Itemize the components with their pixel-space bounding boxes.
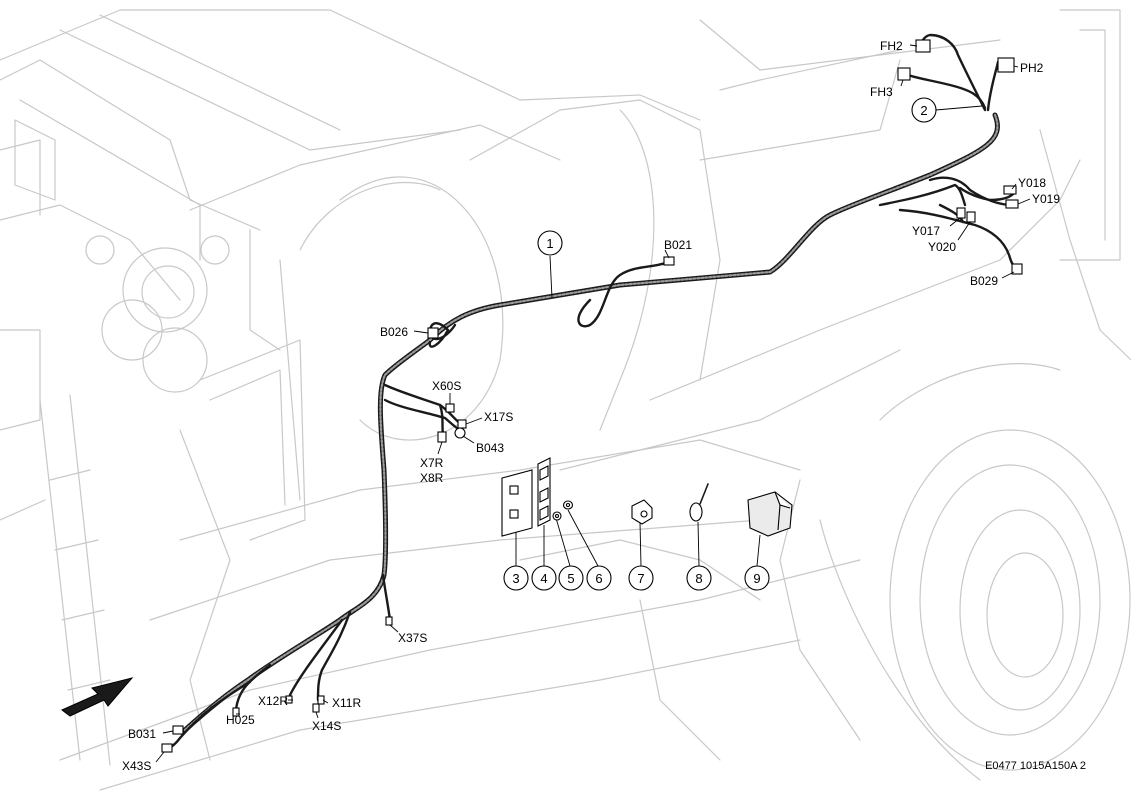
connector-x12r — [285, 695, 293, 704]
part-3-plate — [501, 469, 533, 537]
connector-b031 — [172, 725, 184, 735]
connector-y019 — [1005, 199, 1019, 209]
label-y017: Y017 — [912, 224, 940, 238]
callout-8: 8 — [686, 565, 712, 591]
connector-b021 — [663, 256, 675, 266]
callout-2: 2 — [911, 97, 937, 123]
callout-1: 1 — [537, 230, 563, 256]
connector-labels: FH2 FH3 PH2 Y018 Y019 Y017 Y020 B029 B02… — [122, 39, 1060, 773]
connector-b043 — [454, 427, 466, 439]
loose-parts — [501, 457, 793, 537]
connectors — [161, 39, 1023, 753]
callout-4: 4 — [531, 565, 557, 591]
part-4-bracket — [537, 457, 551, 527]
figure-code: E0477 1015A150A 2 — [985, 760, 1086, 772]
connector-y017 — [956, 207, 966, 219]
label-x8r: X8R — [420, 471, 444, 485]
svg-text:9: 9 — [753, 571, 760, 586]
part-9-boot — [747, 491, 793, 537]
label-y019: Y019 — [1032, 192, 1060, 206]
part-8-cable-tie — [689, 483, 709, 522]
connector-fh2 — [915, 39, 931, 53]
callout-5: 5 — [558, 565, 584, 591]
label-x7r: X7R — [420, 456, 444, 470]
label-fh2: FH2 — [880, 39, 903, 53]
connector-b026 — [427, 327, 439, 339]
label-y020: Y020 — [928, 240, 956, 254]
callout-6: 6 — [586, 565, 612, 591]
label-x11r: X11R — [332, 696, 361, 710]
callout-3: 3 — [503, 565, 529, 591]
svg-text:8: 8 — [695, 571, 702, 586]
connector-x11r — [317, 695, 325, 705]
connector-x17s — [457, 419, 467, 429]
leader-lines — [155, 44, 1031, 763]
label-b031: B031 — [128, 727, 156, 741]
svg-text:3: 3 — [512, 571, 519, 586]
svg-text:7: 7 — [637, 571, 644, 586]
direction-arrow — [61, 677, 134, 717]
connector-x14s — [312, 703, 320, 713]
callout-7: 7 — [628, 565, 654, 591]
label-x43s: X43S — [122, 759, 151, 773]
connector-b029 — [1011, 263, 1023, 275]
label-b029: B029 — [970, 274, 998, 288]
label-x60s: X60S — [432, 379, 461, 393]
callout-balloons: 1 2 3 4 5 6 7 8 9 — [503, 97, 937, 591]
label-x37s: X37S — [398, 631, 427, 645]
connector-x7r — [437, 431, 447, 443]
part-6-nut — [562, 500, 574, 510]
label-b026: B026 — [380, 325, 408, 339]
label-ph2: PH2 — [1020, 61, 1044, 75]
label-x12r: X12R — [258, 694, 288, 708]
connector-y018 — [1003, 185, 1017, 195]
label-b021: B021 — [664, 238, 692, 252]
part-5-washer — [552, 511, 562, 521]
svg-text:5: 5 — [567, 571, 574, 586]
svg-text:2: 2 — [920, 103, 927, 118]
label-b043: B043 — [476, 441, 504, 455]
connector-h025 — [232, 707, 240, 717]
svg-text:1: 1 — [546, 236, 553, 251]
svg-text:4: 4 — [540, 571, 547, 586]
svg-text:6: 6 — [595, 571, 602, 586]
connector-y020 — [966, 211, 976, 223]
label-h025: H025 — [226, 713, 255, 727]
connector-x37s — [385, 616, 393, 626]
connector-fh3 — [897, 67, 911, 81]
part-7-clip — [631, 499, 653, 525]
main-harness — [164, 33, 1020, 752]
label-x14s: X14S — [312, 719, 341, 733]
connector-ph2 — [997, 57, 1015, 73]
callout-9: 9 — [744, 565, 770, 591]
connector-x60s — [445, 403, 455, 413]
connector-x43s — [161, 743, 173, 753]
label-y018: Y018 — [1018, 176, 1046, 190]
label-x17s: X17S — [484, 410, 513, 424]
machine-outline — [0, 9, 1131, 791]
label-fh3: FH3 — [870, 85, 893, 99]
